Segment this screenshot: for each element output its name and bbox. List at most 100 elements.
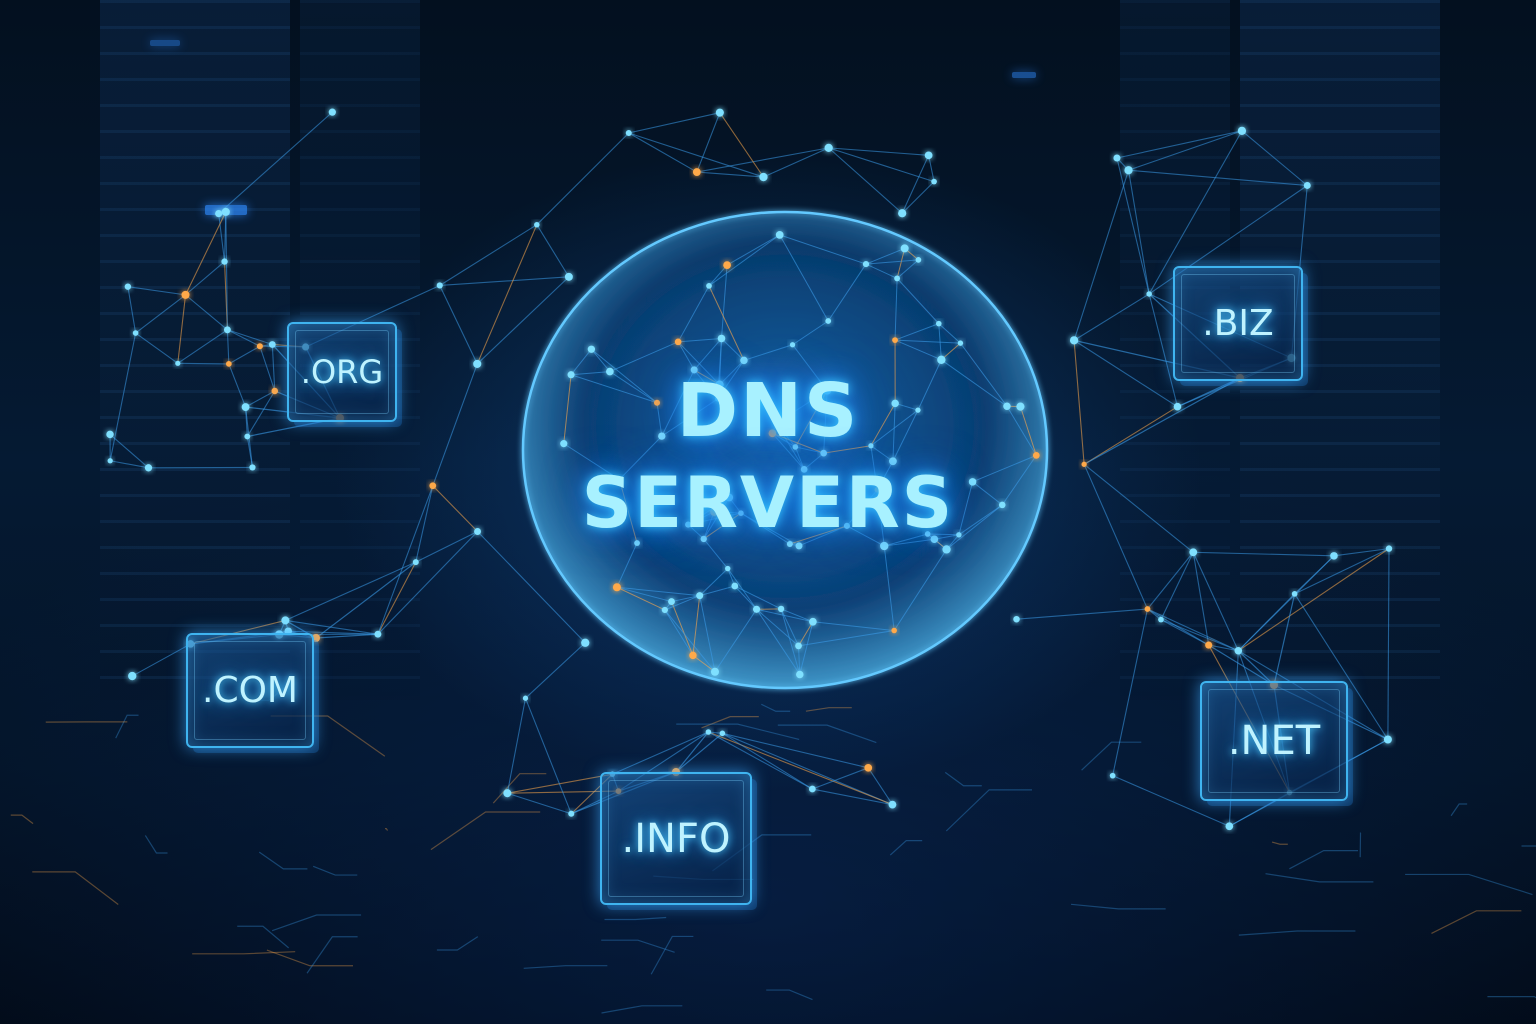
- network-node-icon: [935, 320, 942, 327]
- network-link: [439, 224, 538, 286]
- network-link: [708, 285, 745, 361]
- network-link: [823, 390, 828, 454]
- network-node-icon: [1069, 336, 1079, 345]
- network-link: [719, 338, 722, 385]
- network-link: [828, 147, 903, 214]
- network-link: [812, 788, 893, 806]
- circuit-trace: [1081, 741, 1142, 771]
- network-node-icon: [809, 617, 817, 626]
- network-link: [756, 608, 801, 675]
- network-link: [693, 369, 720, 386]
- network-link: [958, 481, 974, 535]
- network-link: [609, 371, 658, 404]
- network-node-icon: [937, 355, 946, 364]
- network-link: [591, 348, 658, 404]
- network-link: [721, 338, 745, 361]
- network-link: [439, 276, 569, 287]
- network-link: [692, 595, 701, 656]
- network-link: [1193, 551, 1334, 557]
- network-link: [865, 247, 905, 265]
- network-node-icon: [715, 108, 724, 117]
- network-node-icon: [789, 342, 796, 348]
- network-node-icon: [715, 396, 721, 402]
- network-node-icon: [915, 407, 921, 413]
- network-link: [699, 568, 729, 596]
- circuit-trace: [777, 724, 877, 744]
- network-link: [703, 511, 715, 540]
- network-link: [135, 294, 186, 334]
- circuit-trace: [601, 939, 675, 953]
- network-link: [946, 504, 1003, 550]
- network-node-icon: [249, 464, 256, 471]
- network-link: [590, 348, 611, 372]
- network-link: [1073, 293, 1150, 341]
- network-link: [185, 294, 228, 331]
- network-node-icon: [658, 432, 666, 440]
- tld-link: [1273, 593, 1296, 686]
- network-link: [726, 234, 780, 266]
- network-link: [699, 585, 735, 597]
- network-link: [664, 609, 716, 673]
- network-link: [185, 261, 225, 296]
- network-node-icon: [723, 261, 731, 269]
- network-link: [696, 171, 764, 178]
- network-link: [570, 374, 658, 404]
- tld-link: [315, 633, 378, 639]
- network-link: [896, 248, 906, 279]
- circuit-trace: [1431, 910, 1522, 934]
- circuit-trace: [306, 936, 358, 974]
- network-node-icon: [661, 606, 668, 614]
- network-link: [1073, 339, 1178, 408]
- network-link: [884, 533, 928, 547]
- circuit-trace: [1405, 873, 1533, 896]
- network-link: [1073, 340, 1085, 465]
- network-nodes: [106, 108, 1393, 831]
- network-link: [612, 731, 709, 775]
- network-link: [285, 619, 378, 635]
- network-node-icon: [328, 108, 336, 116]
- tld-link: [675, 732, 723, 773]
- network-node-icon: [759, 172, 768, 182]
- network-link: [506, 698, 527, 794]
- network-link: [616, 586, 672, 603]
- network-node-icon: [674, 338, 682, 346]
- network-link: [177, 362, 229, 365]
- network-link: [246, 436, 254, 468]
- network-link: [927, 533, 959, 536]
- network-link: [792, 320, 829, 346]
- network-link: [536, 224, 570, 278]
- circuit-trace: [945, 789, 1032, 832]
- circuit-trace: [258, 851, 308, 870]
- network-node-icon: [221, 207, 230, 216]
- network-link: [876, 460, 894, 491]
- network-link: [972, 454, 1037, 483]
- circuit-trace: [430, 811, 541, 851]
- network-link: [722, 732, 813, 790]
- network-link: [628, 132, 764, 178]
- network-link: [476, 276, 570, 365]
- network-node-icon: [1237, 126, 1247, 135]
- network-node-icon: [568, 810, 575, 817]
- network-link: [780, 608, 814, 623]
- circuit-trace: [1271, 841, 1288, 845]
- network-link: [415, 531, 478, 563]
- network-link: [763, 147, 829, 178]
- network-node-icon: [690, 366, 698, 374]
- network-node-icon: [942, 545, 951, 554]
- network-node-icon: [1205, 641, 1213, 649]
- network-link: [865, 263, 898, 279]
- circuit-trace: [384, 828, 389, 831]
- network-node-icon: [773, 420, 780, 427]
- network-link: [177, 294, 187, 364]
- circuit-trace: [1070, 903, 1166, 910]
- network-node-icon: [534, 221, 540, 228]
- network-link: [828, 147, 935, 183]
- network-link: [661, 398, 719, 437]
- network-link: [1387, 548, 1390, 740]
- network-node-icon: [473, 359, 482, 368]
- network-node-icon: [705, 729, 712, 735]
- network-link: [780, 608, 801, 675]
- network-node-icon: [221, 258, 228, 265]
- circuit-trace: [237, 925, 290, 949]
- globe-wireframe: [563, 234, 1037, 675]
